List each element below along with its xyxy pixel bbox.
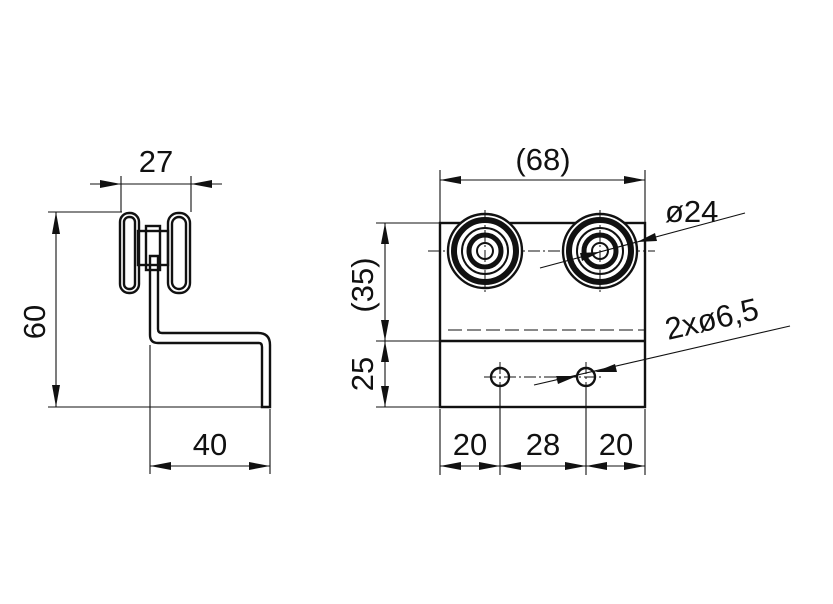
front-view: (68) ø24 (35) 25 2xø6,5	[345, 142, 791, 475]
dim-label-27: 27	[139, 144, 173, 179]
bracket-profile	[148, 254, 272, 409]
leader-hole-diameter	[533, 325, 791, 386]
dim-label-wheel-diameter: ø24	[665, 194, 718, 229]
dim-label-60: 60	[17, 305, 52, 339]
dim-label-hole-diameter: 2xø6,5	[662, 291, 762, 346]
bracket-body-outline	[438, 221, 647, 409]
wheel-flange-left-inner	[122, 215, 137, 291]
arrow-68-right	[624, 176, 645, 184]
arrow-hole-diameter-1	[556, 376, 577, 384]
axle-collar	[144, 224, 162, 272]
arrow-40-left	[150, 462, 171, 470]
arrow-hole-diameter-2	[595, 364, 617, 372]
arrow-bottom-2a	[479, 462, 500, 470]
dim-label-bottom-right: 20	[599, 427, 633, 462]
wheel-flange-left	[118, 211, 141, 295]
arrow-27-right	[191, 180, 212, 188]
wheel-flange-right	[166, 211, 192, 295]
dim-label-bottom-left: 20	[453, 427, 487, 462]
wheel-left	[446, 210, 524, 292]
wheel-right	[561, 210, 639, 292]
arrow-68-left	[440, 176, 461, 184]
arrow-wheel-diameter-1	[580, 252, 600, 261]
arrow-wheel-diameter-2	[637, 233, 657, 242]
arrow-60-top	[52, 212, 60, 234]
dim-label-40: 40	[193, 427, 227, 462]
arrow-35-bottom	[381, 320, 389, 341]
arrow-40-right	[249, 462, 270, 470]
dim-label-25: 25	[345, 357, 380, 391]
arrow-bottom-3b	[586, 462, 607, 470]
dim-label-35: (35)	[345, 257, 380, 312]
arrow-35-top	[381, 223, 389, 244]
side-view: 27 60 40	[17, 144, 272, 474]
arrow-27-left	[100, 180, 121, 188]
wheel-flange-right-inner	[170, 215, 188, 291]
axle-hub	[136, 229, 170, 267]
dim-label-68: (68)	[515, 142, 570, 177]
arrow-bottom-4	[624, 462, 645, 470]
arrow-bottom-1	[440, 462, 461, 470]
dim-label-bottom-middle: 28	[526, 427, 560, 462]
arrow-25-bottom	[381, 386, 389, 407]
arrow-60-bottom	[52, 385, 60, 407]
arrow-bottom-2b	[500, 462, 521, 470]
arrow-bottom-3a	[565, 462, 586, 470]
arrow-25-top	[381, 341, 389, 362]
